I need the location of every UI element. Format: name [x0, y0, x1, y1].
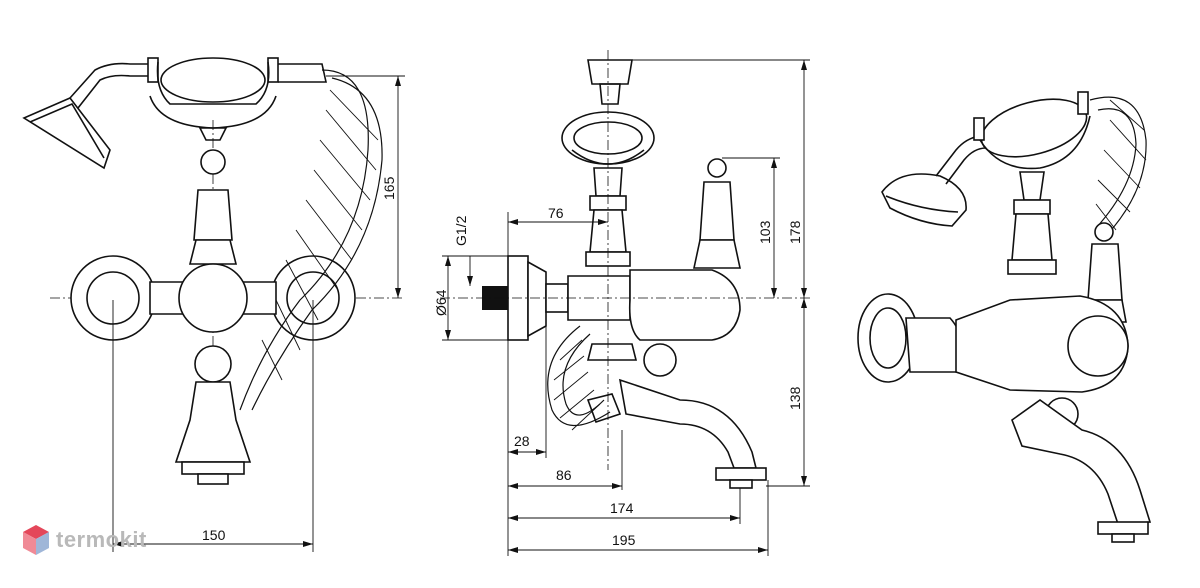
- side-lever-handle: [693, 158, 741, 269]
- dimension-195: [508, 480, 769, 556]
- side-spout: [586, 378, 767, 489]
- perspective-hose: [1089, 96, 1147, 237]
- dim-label-g12: G1/2: [453, 215, 469, 246]
- dimension-g12: [467, 256, 473, 286]
- side-hose: [547, 325, 611, 431]
- dim-label-165: 165: [381, 176, 397, 200]
- dimension-d64: [442, 255, 508, 341]
- dim-label-174: 174: [610, 500, 634, 516]
- dimension-138: [766, 298, 810, 487]
- dimension-103: [722, 157, 780, 298]
- perspective-handset: [881, 91, 1091, 227]
- dim-label-178: 178: [787, 220, 803, 244]
- dimension-178: [632, 59, 810, 298]
- perspective-view: [857, 91, 1152, 543]
- front-hose: [239, 69, 383, 411]
- watermark-logo: termokit: [22, 524, 147, 556]
- dimension-86: [508, 430, 623, 490]
- handset-cradle: [147, 57, 327, 129]
- side-view: G1/2 Ø64 76 103: [433, 50, 810, 556]
- perspective-body: [857, 293, 1129, 431]
- dim-label-76: 76: [548, 205, 564, 221]
- handset-shower-head: [22, 62, 150, 170]
- cube-logo-icon: [23, 525, 49, 555]
- dimension-76: [507, 212, 608, 256]
- dim-label-103: 103: [757, 220, 773, 244]
- front-spout: [174, 381, 252, 485]
- front-view: 150 165: [22, 57, 405, 552]
- dimension-165: [326, 75, 405, 298]
- watermark-text: termokit: [56, 527, 147, 552]
- perspective-column: [1007, 171, 1057, 275]
- perspective-spout: [1011, 399, 1152, 543]
- dim-label-138: 138: [787, 386, 803, 410]
- dim-label-d64: Ø64: [433, 289, 449, 316]
- dim-label-86: 86: [556, 467, 572, 483]
- dimension-174: [508, 488, 741, 524]
- dimension-150: [112, 300, 314, 552]
- dim-label-150: 150: [202, 527, 226, 543]
- dim-label-195: 195: [612, 532, 636, 548]
- dimension-28: [507, 326, 547, 556]
- dim-label-28: 28: [514, 433, 530, 449]
- side-mixer-body: [586, 269, 741, 377]
- front-mixer-body: [70, 255, 356, 383]
- front-column: [188, 127, 238, 265]
